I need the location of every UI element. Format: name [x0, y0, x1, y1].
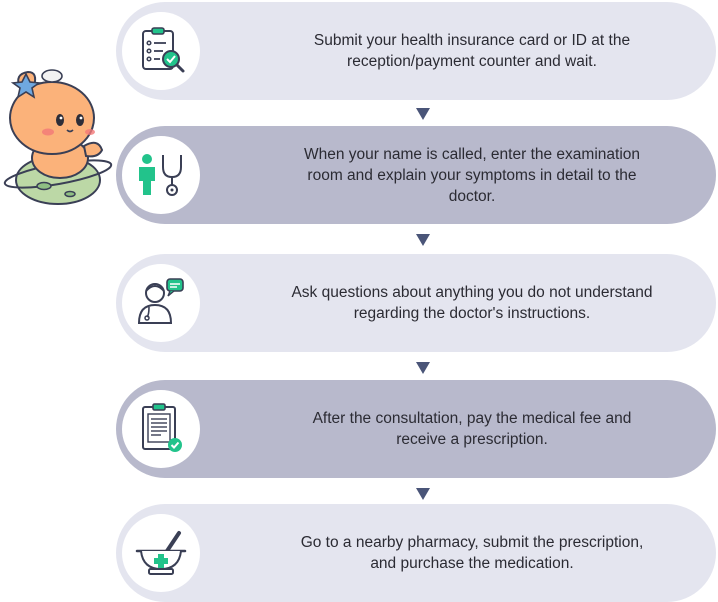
step-4-icon-wrap — [122, 390, 200, 468]
step-3: Ask questions about anything you do not … — [116, 254, 716, 352]
step-2-icon-wrap — [122, 136, 200, 214]
mascot-illustration — [0, 48, 118, 210]
arrow-down-icon — [416, 362, 430, 374]
step-5: Go to a nearby pharmacy, submit the pres… — [116, 504, 716, 602]
arrow-down-icon — [416, 234, 430, 246]
step-3-text: Ask questions about anything you do not … — [291, 284, 653, 322]
arrow-down-icon — [416, 488, 430, 500]
mortar-pestle-icon — [135, 531, 187, 575]
doctor-chat-icon — [137, 278, 184, 324]
step-5-icon-wrap — [122, 514, 200, 592]
arrow-down-icon — [416, 108, 430, 120]
step-4-text: After the consultation, pay the medical … — [312, 410, 632, 448]
step-4: After the consultation, pay the medical … — [116, 380, 716, 478]
step-1-icon-wrap — [122, 12, 200, 90]
step-5-text: Go to a nearby pharmacy, submit the pres… — [300, 534, 644, 572]
step-2: When your name is called, enter the exam… — [116, 126, 716, 224]
step-1: Submit your health insurance card or ID … — [116, 2, 716, 100]
stethoscope-icon — [139, 154, 182, 196]
step-3-icon-wrap — [122, 264, 200, 342]
checklist-magnifier-icon — [142, 27, 185, 73]
step-2-text: When your name is called, enter the exam… — [303, 145, 640, 205]
step-1-text: Submit your health insurance card or ID … — [313, 32, 631, 70]
prescription-clipboard-icon — [142, 403, 182, 452]
